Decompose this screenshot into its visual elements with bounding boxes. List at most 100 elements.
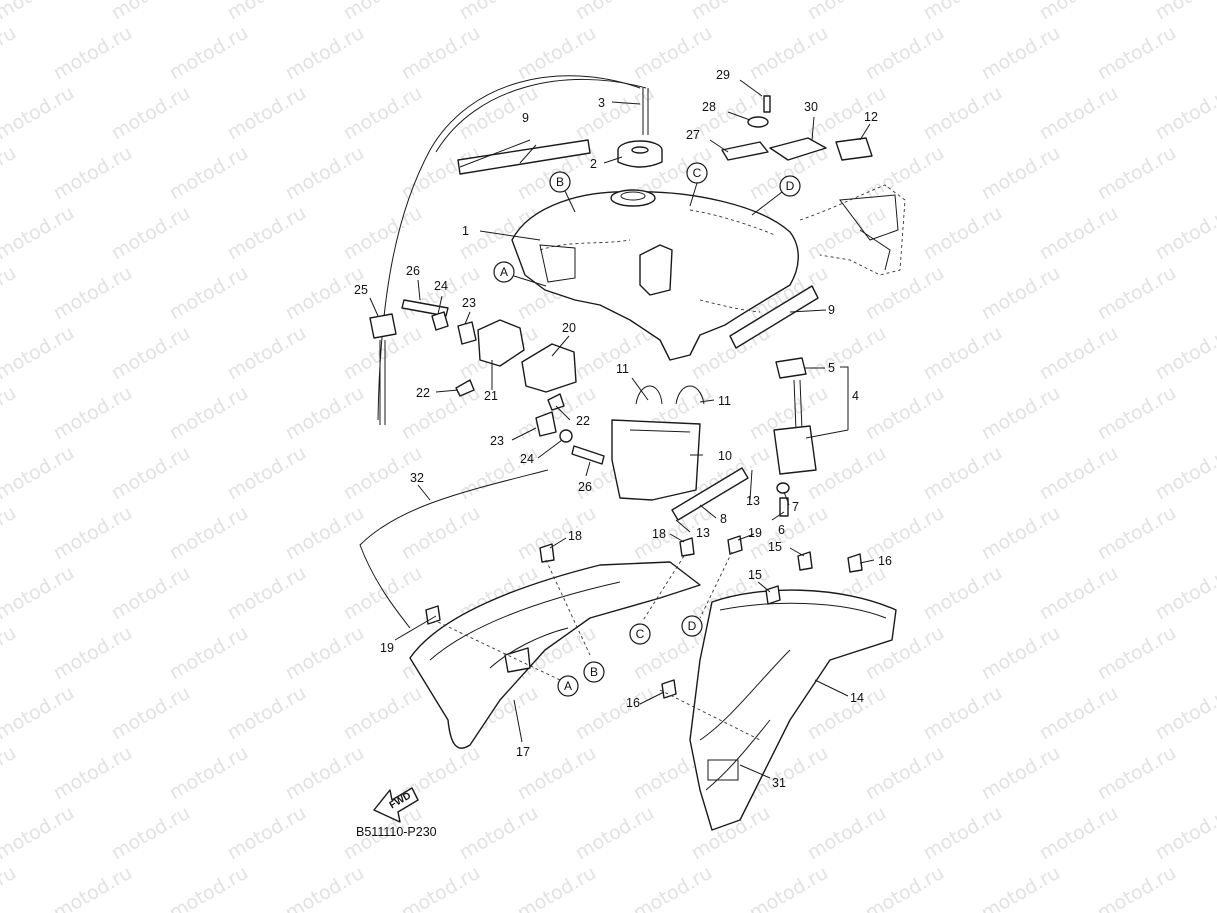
watermark-text: motod.ru bbox=[108, 562, 194, 625]
watermark-text: motod.ru bbox=[50, 742, 136, 805]
watermark-text: motod.ru bbox=[108, 202, 194, 265]
callout-15-upper: 15 bbox=[768, 540, 782, 554]
fuel-cock-4 bbox=[773, 357, 817, 517]
part-callouts: 1 2 3 4 5 6 7 8 9 9 10 11 11 12 13 13 14… bbox=[354, 68, 892, 790]
watermark-text: motod.ru bbox=[804, 682, 890, 745]
watermark-text: motod.ru bbox=[1036, 442, 1122, 505]
watermark-text: motod.ru bbox=[224, 562, 310, 625]
watermark-text: motod.ru bbox=[514, 22, 600, 85]
bolt-18b bbox=[679, 537, 695, 557]
fuel-cap bbox=[617, 140, 663, 168]
watermark-text: motod.ru bbox=[1036, 202, 1122, 265]
fuel-tank bbox=[511, 189, 799, 361]
watermark-text: motod.ru bbox=[1036, 82, 1122, 145]
watermark-text: motod.ru bbox=[920, 802, 1006, 865]
watermark-text: motod.ru bbox=[920, 202, 1006, 265]
watermark-text: motod.ru bbox=[0, 802, 78, 865]
fuel-hose-8 bbox=[671, 467, 749, 521]
watermark-text: motod.ru bbox=[282, 22, 368, 85]
callout-26-upper: 26 bbox=[406, 264, 420, 278]
watermark-text: motod.ru bbox=[978, 742, 1064, 805]
callout-8: 8 bbox=[720, 512, 727, 526]
watermark-text: motod.ru bbox=[166, 22, 252, 85]
watermark-text: motod.ru bbox=[166, 382, 252, 445]
watermark-text: motod.ru bbox=[108, 322, 194, 385]
bolt-22a bbox=[455, 379, 475, 397]
watermark-text: motod.ru bbox=[224, 442, 310, 505]
bolt-26b bbox=[571, 445, 605, 465]
watermark-text: motod.ru bbox=[804, 442, 890, 505]
svg-text:D: D bbox=[688, 619, 697, 633]
callout-1: 1 bbox=[462, 224, 469, 238]
watermark-text: motod.ru bbox=[862, 262, 948, 325]
callout-24-upper: 24 bbox=[434, 279, 448, 293]
watermark-text: motod.ru bbox=[282, 142, 368, 205]
watermark-text: motod.ru bbox=[978, 502, 1064, 565]
left-shroud-17 bbox=[409, 561, 701, 749]
watermark-text: motod.ru bbox=[0, 82, 78, 145]
callout-15-lower: 15 bbox=[748, 568, 762, 582]
watermark-text: motod.ru bbox=[50, 142, 136, 205]
callout-22-right: 22 bbox=[576, 414, 590, 428]
tank-side-bar-lower bbox=[729, 285, 819, 349]
watermark-text: motod.ru bbox=[1094, 622, 1180, 685]
callout-4: 4 bbox=[852, 389, 859, 403]
frame-outline bbox=[799, 184, 906, 276]
callout-3: 3 bbox=[598, 96, 605, 110]
callout-19-left: 19 bbox=[380, 641, 394, 655]
watermark-text: motod.ru bbox=[0, 202, 78, 265]
watermark-text: motod.ru bbox=[108, 802, 194, 865]
watermark-text: motod.ru bbox=[1036, 562, 1122, 625]
watermark-text: motod.ru bbox=[978, 382, 1064, 445]
watermark-text: motod.ru bbox=[978, 862, 1064, 913]
watermark-text: motod.ru bbox=[0, 502, 20, 565]
watermark-text: motod.ru bbox=[0, 322, 78, 385]
clip-25 bbox=[369, 313, 397, 339]
pad-12 bbox=[835, 137, 873, 161]
callout-22-left: 22 bbox=[416, 386, 430, 400]
watermark-text: motod.ru bbox=[804, 802, 890, 865]
collar-24b bbox=[559, 429, 573, 443]
watermark-text: motod.ru bbox=[920, 562, 1006, 625]
watermark-text: motod.ru bbox=[50, 622, 136, 685]
watermark-text: motod.ru bbox=[862, 742, 948, 805]
watermark-text: motod.ru bbox=[50, 382, 136, 445]
callout-7: 7 bbox=[792, 500, 799, 514]
callout-13-lower: 13 bbox=[696, 526, 710, 540]
watermark-text: motod.ru bbox=[340, 82, 426, 145]
watermark-text: motod.ru bbox=[0, 0, 78, 24]
watermark-text: motod.ru bbox=[978, 262, 1064, 325]
bolt-22b bbox=[547, 393, 565, 411]
nut-16b bbox=[661, 679, 677, 699]
watermark-text: motod.ru bbox=[804, 0, 890, 24]
watermark-text: motod.ru bbox=[282, 382, 368, 445]
watermark-text: motod.ru bbox=[920, 82, 1006, 145]
watermark-text: motod.ru bbox=[398, 22, 484, 85]
watermark-text: motod.ru bbox=[282, 502, 368, 565]
watermark-text: motod.ru bbox=[1152, 202, 1217, 265]
callout-30: 30 bbox=[804, 100, 818, 114]
watermark-text: motod.ru bbox=[978, 22, 1064, 85]
callout-18-right: 18 bbox=[652, 527, 666, 541]
watermark-text: motod.ru bbox=[1152, 442, 1217, 505]
damper-23 bbox=[457, 321, 477, 345]
watermark-text: motod.ru bbox=[0, 562, 78, 625]
bracket-20 bbox=[521, 343, 577, 393]
tank-side-bar-upper bbox=[457, 139, 591, 175]
watermark-text: motod.ru bbox=[862, 22, 948, 85]
svg-text:A: A bbox=[500, 265, 508, 279]
watermark-text: motod.ru bbox=[804, 322, 890, 385]
watermark-text: motod.ru bbox=[166, 142, 252, 205]
nut-19a bbox=[727, 535, 743, 555]
bolt-26 bbox=[401, 299, 449, 317]
reference-markers: A B C D A B C D bbox=[493, 162, 801, 697]
svg-text:C: C bbox=[636, 627, 645, 641]
watermark-text: motod.ru bbox=[282, 742, 368, 805]
watermark-text: motod.ru bbox=[1152, 682, 1217, 745]
callout-27: 27 bbox=[686, 128, 700, 142]
right-shroud-14 bbox=[689, 589, 897, 831]
watermark-text: motod.ru bbox=[50, 262, 136, 325]
callout-24-lower: 24 bbox=[520, 452, 534, 466]
marker-a-lower: A bbox=[557, 675, 579, 697]
watermark-text: motod.ru bbox=[50, 862, 136, 913]
